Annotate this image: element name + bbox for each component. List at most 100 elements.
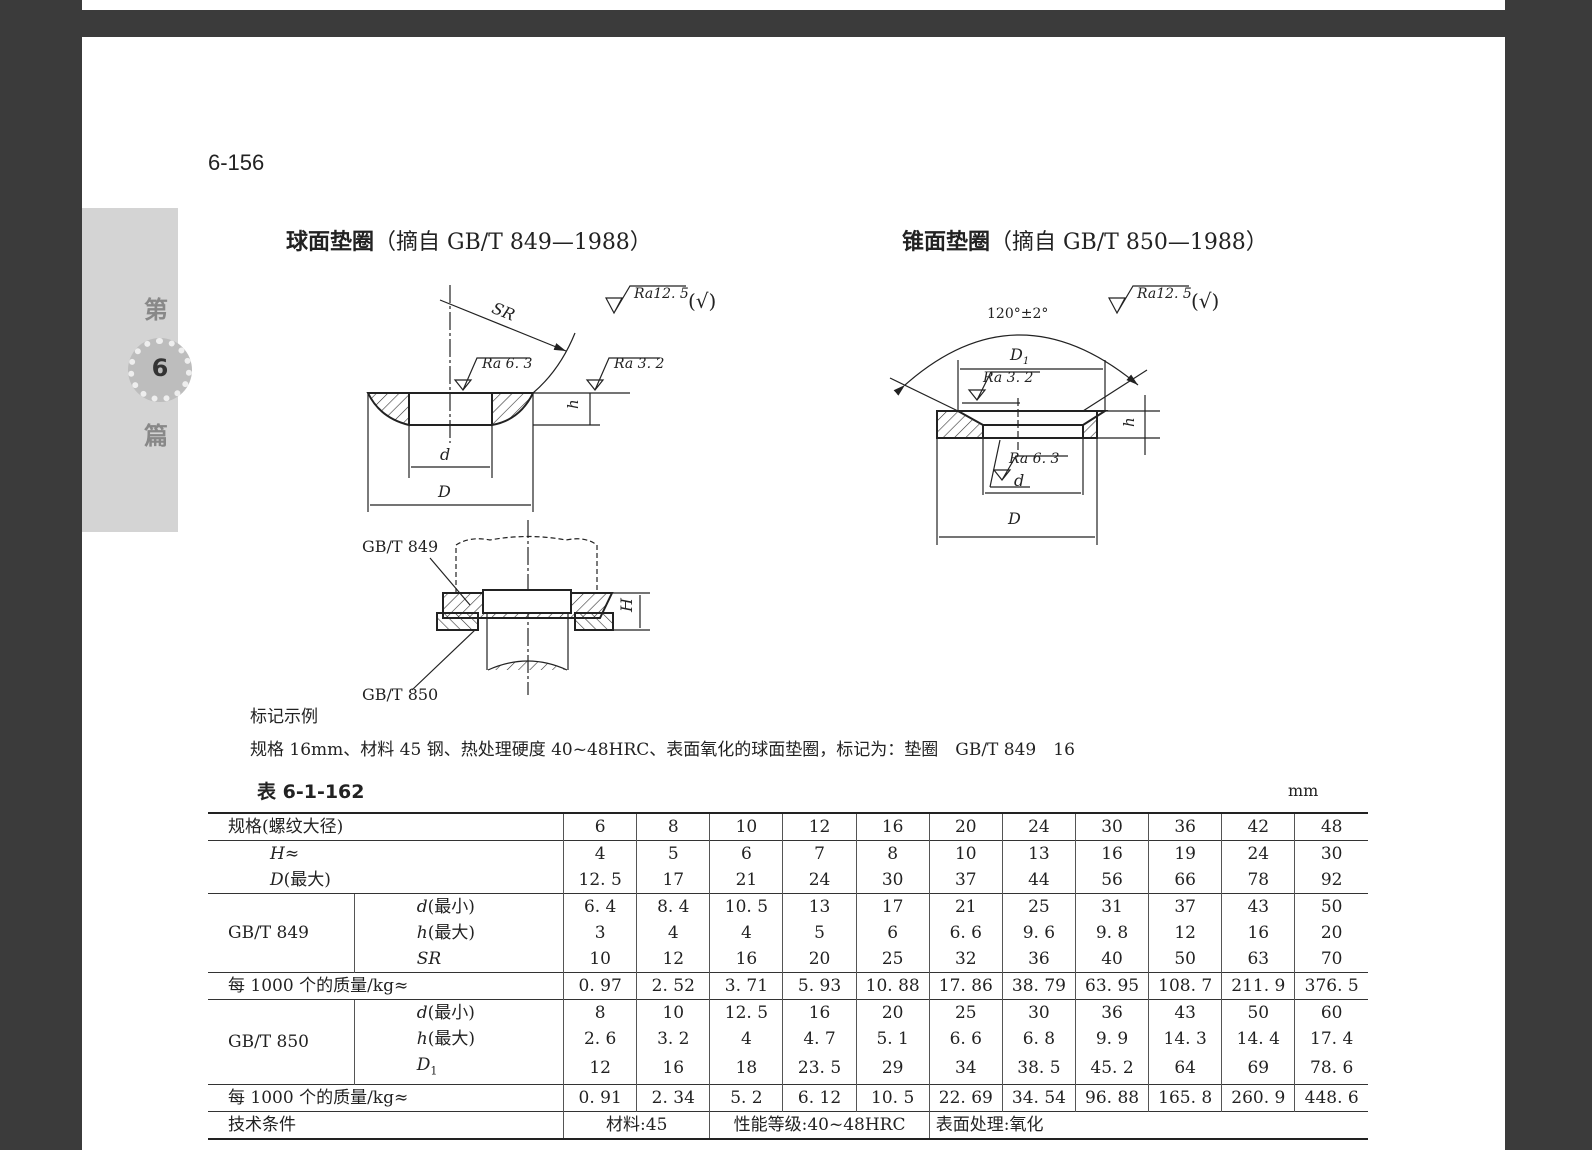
left-title: 球面垫圈 <box>286 230 375 255</box>
table-cell: 376. 5 <box>1294 972 1368 1000</box>
table-cell: 108. 7 <box>1148 972 1222 1000</box>
table-cell: 5. 2 <box>709 1084 783 1112</box>
table-cell: 30 <box>855 867 930 894</box>
ra-side-left: Ra 3. 2 <box>613 356 664 372</box>
D-label-left: D <box>437 482 451 501</box>
gb849-label: GB/T 849 <box>362 537 438 556</box>
gear-icon: 6 <box>128 338 192 402</box>
table-cell: 21 <box>709 867 783 894</box>
table-cell: 6. 4 <box>563 893 637 920</box>
side-tab-top: 第 <box>144 296 168 324</box>
right-title: 锥面垫圈 <box>902 230 991 255</box>
marking-heading: 标记示例 <box>250 707 318 727</box>
previous-page-edge <box>82 0 1505 10</box>
table-cell: 30 <box>1074 812 1149 841</box>
table-cell: 7 <box>782 840 857 867</box>
table-cell: 2. 52 <box>636 972 710 1000</box>
variable-symbol: D <box>416 1055 431 1075</box>
table-cell: 4 <box>636 920 710 946</box>
D-label-right: D <box>1007 509 1021 528</box>
gb850-label: GB/T 850 <box>362 685 438 704</box>
gb849-param-label: SR <box>353 946 564 973</box>
conical-washer-drawing <box>889 285 1189 545</box>
sr-label: SR <box>489 298 517 324</box>
variable-symbol: d <box>416 1003 428 1023</box>
table-cell: 60 <box>1294 999 1368 1026</box>
variable-suffix: ≈ <box>284 844 300 864</box>
table-cell: 17 <box>855 893 930 920</box>
table-cell: 0. 97 <box>563 972 637 1000</box>
gb850-mass-label: 每 1000 个的质量/kg≈ <box>208 1084 564 1112</box>
table-cell: 70 <box>1294 946 1368 973</box>
table-cell: 5 <box>782 920 857 946</box>
variable-symbol: SR <box>416 949 442 969</box>
table-cell: 8. 4 <box>636 893 710 920</box>
table-cell: 31 <box>1074 893 1149 920</box>
table-cell: 0. 91 <box>563 1084 637 1112</box>
table-cell: 16 <box>636 1052 710 1085</box>
table-cell: 12 <box>563 1052 637 1085</box>
table-cell: 10 <box>928 840 1003 867</box>
page-number: 6-156 <box>208 150 265 175</box>
table-cell: 37 <box>1148 893 1222 920</box>
table-cell: 14. 4 <box>1221 1026 1295 1052</box>
table-cell: 4 <box>709 920 783 946</box>
gb850-param-label: D1 <box>353 1052 564 1085</box>
h-label-left: h <box>564 399 582 409</box>
table-cell: 56 <box>1074 867 1149 894</box>
assembly-drawing <box>411 520 650 695</box>
table-cell: 6 <box>855 920 930 946</box>
variable-suffix: (最大) <box>427 923 475 943</box>
ra-general-right: Ra12. 5 <box>1136 286 1192 302</box>
table-cell: 5. 93 <box>782 972 857 1000</box>
table-cell: 260. 9 <box>1221 1084 1295 1112</box>
table-cell: 37 <box>928 867 1003 894</box>
table-cell: 38. 5 <box>1001 1052 1076 1085</box>
table-cell: 29 <box>855 1052 930 1085</box>
table-cell: 10 <box>563 946 637 973</box>
table-cell: 25 <box>855 946 930 973</box>
tech-surface: 表面处理:氧化 <box>928 1111 1368 1141</box>
variable-symbol: h <box>416 1029 428 1049</box>
table-cell: 34. 54 <box>1001 1084 1076 1112</box>
gb849-param-label: d(最小) <box>353 893 564 920</box>
table-cell: 10. 5 <box>709 893 783 920</box>
table-cell: 64 <box>1148 1052 1222 1085</box>
table-cell: 30 <box>1294 840 1368 867</box>
variable-suffix: (最大) <box>283 870 331 890</box>
side-tab-number: 6 <box>151 354 169 382</box>
table-cell: 36 <box>1001 946 1076 973</box>
gb849-param-label: h(最大) <box>353 920 564 946</box>
table-cell: 13 <box>1001 840 1076 867</box>
table-cell: 20 <box>782 946 857 973</box>
table-cell: 9. 8 <box>1074 920 1149 946</box>
table-cell: 20 <box>928 812 1003 841</box>
side-tab-bottom: 篇 <box>144 422 168 450</box>
gb849-group-label: GB/T 849 <box>208 893 355 973</box>
left-source: （摘自 GB/T 849—1988） <box>374 230 652 255</box>
table-cell: 5. 1 <box>855 1026 930 1052</box>
table-cell: 50 <box>1148 946 1222 973</box>
table-cell: 10 <box>709 812 783 841</box>
table-cell: 63. 95 <box>1074 972 1149 1000</box>
tech-material: 材料:45 <box>563 1111 710 1141</box>
table-cell: 9. 9 <box>1074 1026 1149 1052</box>
table-cell: 448. 6 <box>1294 1084 1368 1112</box>
table-cell: 3 <box>563 920 637 946</box>
table-cell: 43 <box>1148 999 1222 1026</box>
d-label-left: d <box>440 445 450 464</box>
d-label-right: d <box>1014 471 1024 490</box>
table-cell: 16 <box>782 999 857 1026</box>
table-cell: 21 <box>928 893 1003 920</box>
table-cell: 6 <box>709 840 783 867</box>
check-right: (√) <box>1191 289 1219 313</box>
table-cell: 36 <box>1148 812 1222 841</box>
table-cell: 32 <box>928 946 1003 973</box>
table-cell: 12 <box>782 812 857 841</box>
table-unit: mm <box>1288 781 1319 800</box>
table-cell: 4 <box>563 840 637 867</box>
ra-top-left: Ra 6. 3 <box>481 356 532 372</box>
